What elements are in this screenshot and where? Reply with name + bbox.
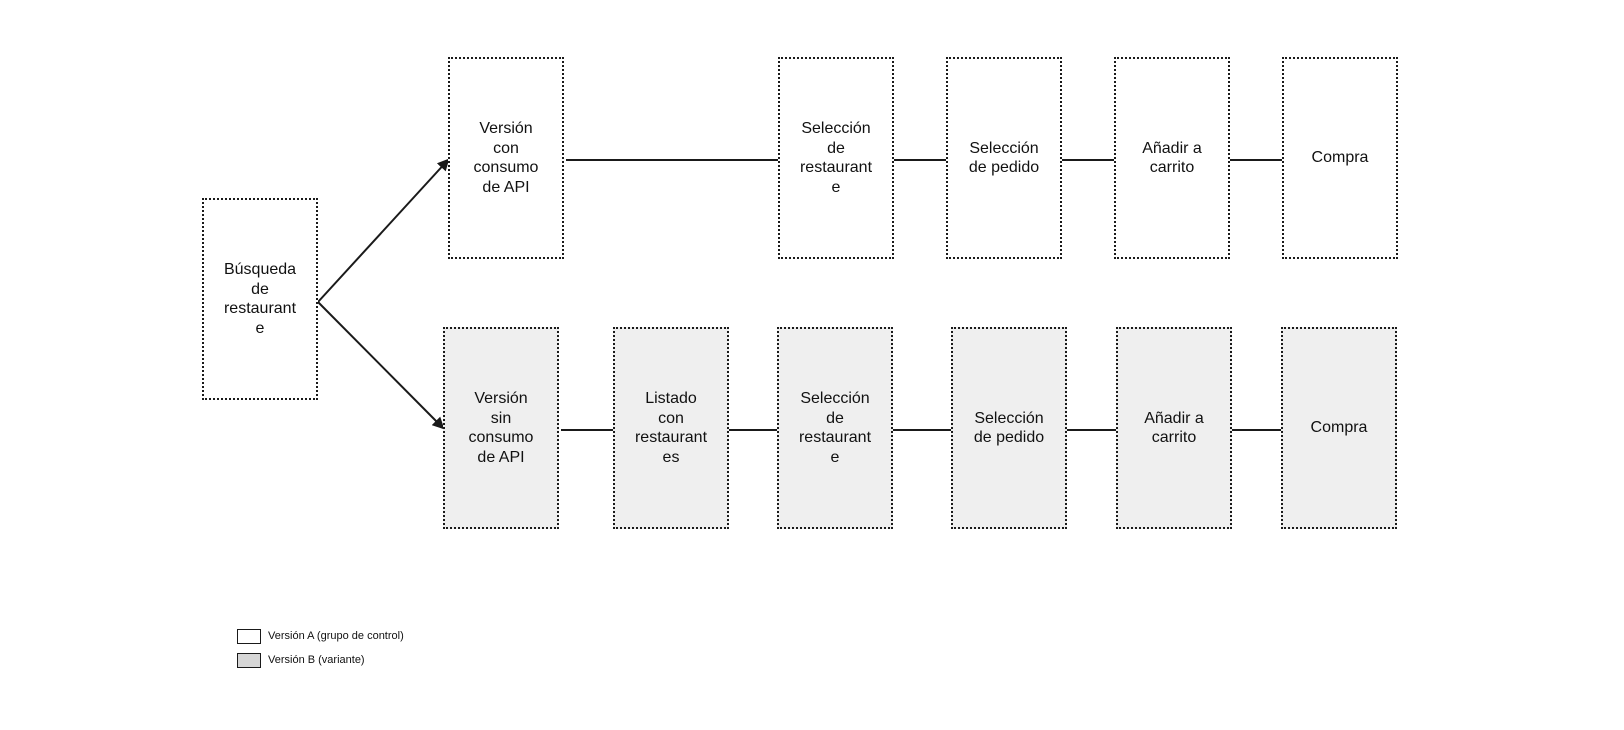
- node-a-version-con-api: Versión con consumo de API: [448, 57, 564, 259]
- node-label: Búsqueda de restaurant e: [223, 261, 297, 337]
- node-b-seleccion-restaurante: Selección de restaurant e: [777, 327, 893, 529]
- node-label: Añadir a carrito: [1142, 139, 1202, 177]
- legend-item-version-a: Versión A (grupo de control): [237, 627, 404, 645]
- node-label: Selección de pedido: [973, 409, 1045, 447]
- node-label: Versión con consumo de API: [473, 120, 539, 196]
- legend: Versión A (grupo de control) Versión B (…: [237, 627, 404, 675]
- legend-swatch-version-b: [237, 652, 261, 668]
- node-label: Selección de restaurant e: [799, 120, 873, 196]
- arrow-to-version-b: [317, 301, 445, 430]
- node-b-seleccion-pedido: Selección de pedido: [951, 327, 1067, 529]
- node-label: Selección de pedido: [968, 139, 1040, 177]
- legend-label-version-b: Versión B (variante): [268, 654, 365, 666]
- node-label: Compra: [1310, 419, 1368, 437]
- node-b-listado-restaurantes: Listado con restaurant es: [613, 327, 729, 529]
- node-busqueda-restaurante: Búsqueda de restaurant e: [202, 198, 318, 400]
- arrow-to-version-a: [317, 158, 450, 303]
- node-b-version-sin-api: Versión sin consumo de API: [443, 327, 559, 529]
- node-label: Añadir a carrito: [1144, 409, 1204, 447]
- node-label: Compra: [1311, 149, 1369, 167]
- node-a-compra: Compra: [1282, 57, 1398, 259]
- node-label: Selección de restaurant e: [798, 390, 872, 466]
- legend-item-version-b: Versión B (variante): [237, 651, 404, 669]
- node-b-compra: Compra: [1281, 327, 1397, 529]
- node-a-seleccion-pedido: Selección de pedido: [946, 57, 1062, 259]
- legend-label-version-a: Versión A (grupo de control): [268, 630, 404, 642]
- node-a-seleccion-restaurante: Selección de restaurant e: [778, 57, 894, 259]
- node-label: Versión sin consumo de API: [468, 390, 534, 466]
- legend-swatch-version-a: [237, 628, 261, 644]
- node-label: Listado con restaurant es: [634, 390, 708, 466]
- node-a-anadir-carrito: Añadir a carrito: [1114, 57, 1230, 259]
- node-b-anadir-carrito: Añadir a carrito: [1116, 327, 1232, 529]
